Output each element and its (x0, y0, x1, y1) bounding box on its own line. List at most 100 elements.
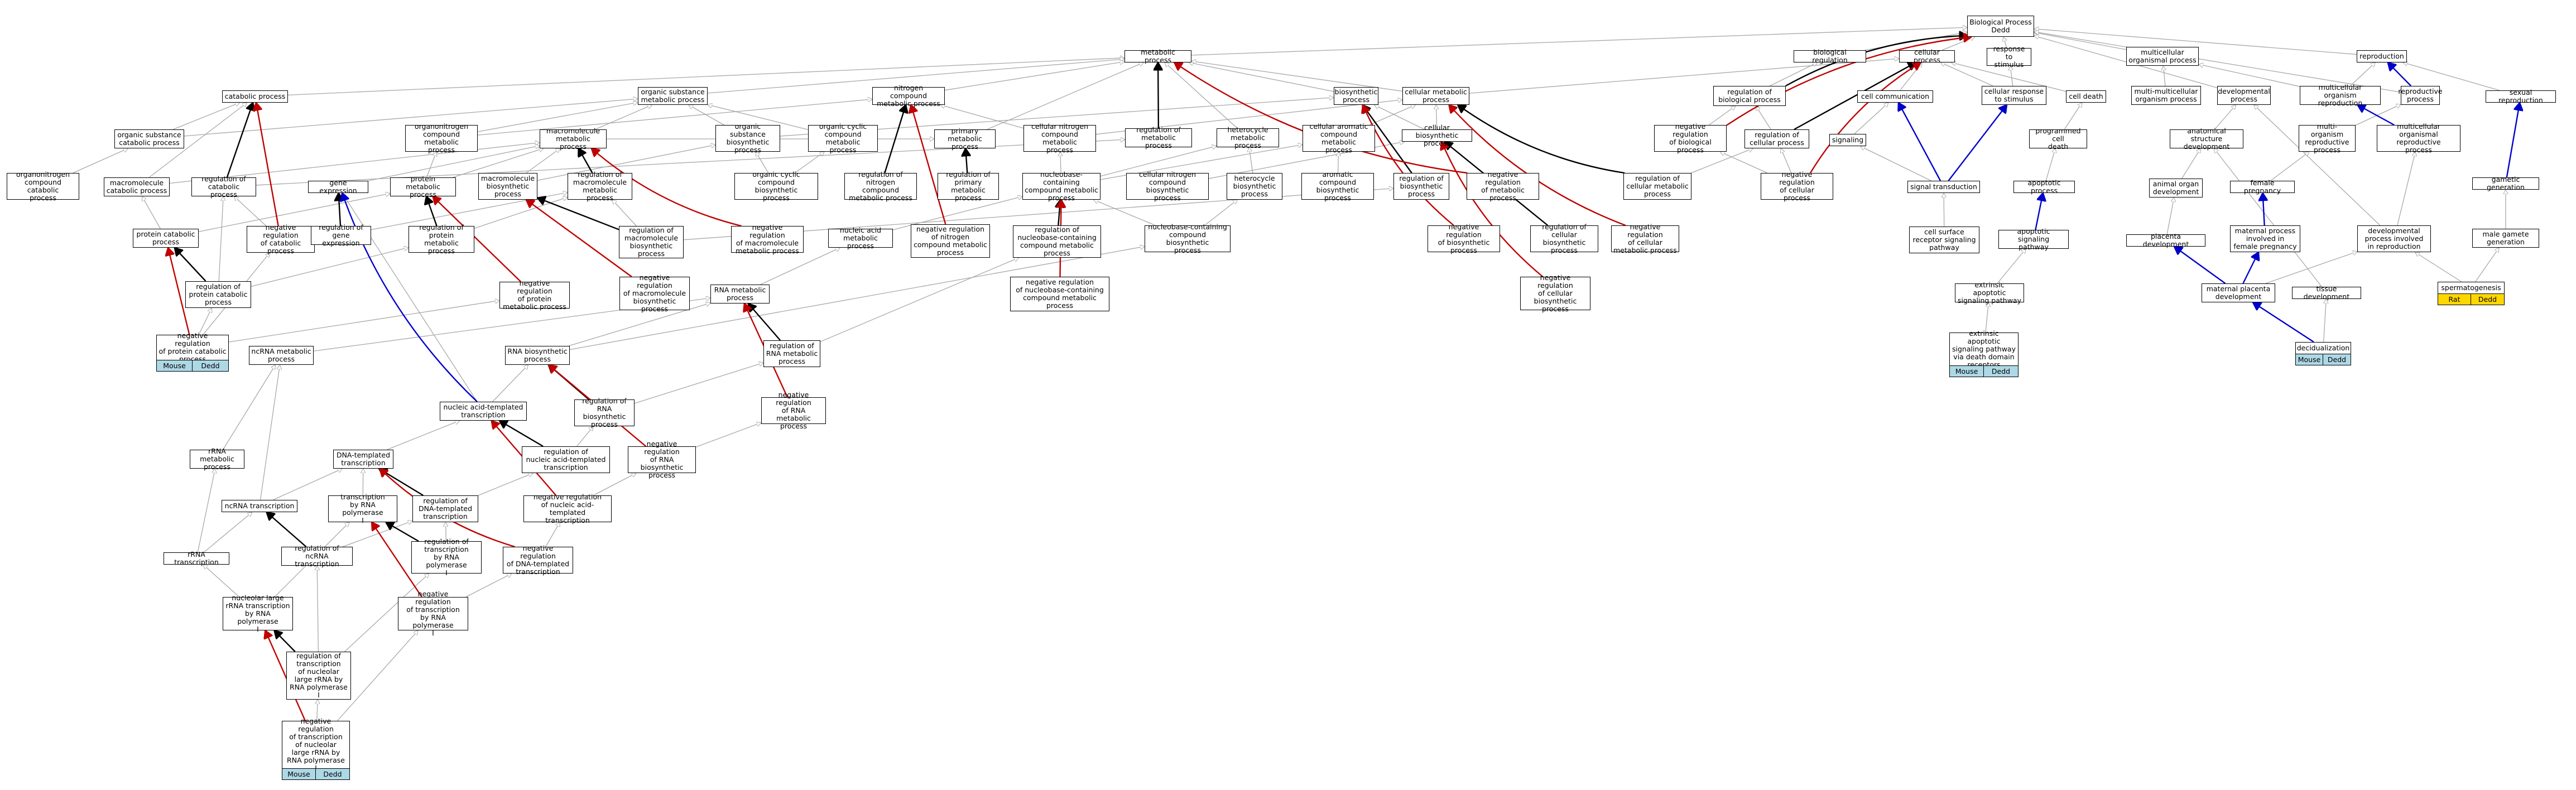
go-term-node[interactable]: tissue development (2292, 285, 2361, 301)
go-term-node[interactable]: negative regulation of cellular process (1761, 171, 1833, 202)
go-term-node[interactable]: anatomical structure development (2170, 127, 2243, 151)
go-term-node[interactable]: regulation of cellular biosynthetic proc… (1530, 223, 1598, 254)
go-term-node[interactable]: cell surface receptor signaling pathway (1909, 227, 1979, 253)
go-term-node[interactable]: negative regulation of DNA-templated tra… (503, 545, 573, 576)
go-term-node[interactable]: regulation of transcription of nucleolar… (286, 652, 351, 700)
go-term-node[interactable]: negative regulation of macromolecule met… (731, 224, 804, 255)
go-term-node[interactable]: catabolic process (222, 90, 288, 103)
go-term-node[interactable]: response to stimulus (1987, 45, 2031, 69)
go-term-node[interactable]: sexual reproduction (2486, 89, 2556, 104)
go-term-node[interactable]: extrinsic apoptotic signaling pathway vi… (1949, 330, 2018, 369)
go-term-node[interactable]: gametic generation (2472, 176, 2539, 191)
go-term-node[interactable]: apoptotic signaling pathway (1998, 228, 2069, 251)
go-term-node[interactable]: multi-multicellular organism process (2131, 86, 2201, 105)
go-term-node[interactable]: developmental process (2217, 86, 2271, 105)
go-term-node[interactable]: protein metabolic process (390, 175, 456, 199)
go-term-node[interactable]: heterocycle metabolic process (1217, 126, 1279, 150)
go-term-node[interactable]: negative regulation of nucleic acid-temp… (523, 493, 612, 524)
go-term-node[interactable]: cellular nitrogen compound metabolic pro… (1023, 123, 1096, 154)
go-term-node[interactable]: negative regulation of biological proces… (1654, 123, 1727, 154)
go-term-node[interactable]: ncRNA transcription (222, 500, 297, 512)
go-term-node[interactable]: regulation of cellular metabolic process (1623, 173, 1691, 200)
go-term-node[interactable]: nucleic acid metabolic process (828, 227, 893, 250)
go-term-node[interactable]: organic substance biosynthetic process (715, 123, 780, 154)
go-term-node[interactable]: aromatic compound biosynthetic process (1301, 171, 1374, 202)
go-term-node[interactable]: developmental process involved in reprod… (2357, 225, 2431, 252)
go-term-node[interactable]: protein catabolic process (133, 229, 199, 248)
go-term-node[interactable]: regulation of macromolecule biosynthetic… (619, 226, 684, 258)
go-term-node[interactable]: biological regulation (1794, 49, 1866, 64)
go-term-node[interactable]: cellular nitrogen compound biosynthetic … (1126, 171, 1209, 202)
go-term-node[interactable]: negative regulation of macromolecule bio… (619, 274, 690, 313)
go-term-node[interactable]: regulation of biological process (1713, 86, 1786, 106)
go-term-node[interactable]: nucleolar large rRNA transcription by RN… (223, 594, 293, 633)
go-term-node[interactable]: negative regulation of biosynthetic proc… (1428, 223, 1500, 254)
go-term-node[interactable]: regulation of nucleic acid-templated tra… (522, 446, 610, 473)
go-term-node[interactable]: cell death (2066, 90, 2106, 103)
go-term-node[interactable]: nucleic acid-templated transcription (440, 402, 527, 421)
go-term-node[interactable]: regulation of primary metabolic process (938, 171, 999, 202)
go-term-node[interactable]: regulation of protein catabolic process (185, 281, 251, 308)
go-term-node[interactable]: multicellular organism reproduction (2300, 84, 2381, 107)
go-term-node[interactable]: negative regulation of catabolic process (247, 224, 315, 255)
go-term-node[interactable]: RNA biosynthetic process (505, 346, 570, 365)
go-term-node[interactable]: negative regulation of nucleobase-contai… (1010, 277, 1109, 311)
go-term-node[interactable]: macromolecule metabolic process (540, 127, 607, 151)
go-term-node[interactable]: apoptotic process (2013, 179, 2075, 195)
go-term-node[interactable]: signaling (1829, 134, 1866, 146)
go-term-node[interactable]: primary metabolic process (934, 127, 996, 151)
go-term-node[interactable]: nucleobase-containing compound biosynthe… (1145, 223, 1231, 254)
go-term-node[interactable]: metabolic process (1124, 49, 1191, 64)
go-term-node[interactable]: regulation of ncRNA transcription (281, 545, 353, 568)
go-term-node[interactable]: organonitrogen compound metabolic proces… (405, 123, 478, 154)
go-term-node[interactable]: Biological Process Dedd (1967, 16, 2034, 37)
go-term-node[interactable]: reproduction (2357, 50, 2407, 62)
go-term-node[interactable]: DNA-templated transcription (333, 450, 393, 469)
go-term-node[interactable]: decidualization (2295, 342, 2351, 354)
go-term-node[interactable]: negative regulation of RNA metabolic pro… (761, 391, 826, 430)
go-term-node[interactable]: regulation of catabolic process (191, 175, 256, 199)
go-term-node[interactable]: organic substance metabolic process (638, 87, 708, 105)
go-term-node[interactable]: gene expression (308, 179, 368, 195)
go-term-node[interactable]: negative regulation of protein catabolic… (156, 332, 229, 363)
go-term-node[interactable]: negative regulation of transcription of … (282, 717, 350, 772)
go-term-node[interactable]: cellular process (1899, 49, 1955, 64)
go-term-node[interactable]: cellular metabolic process (1402, 87, 1469, 105)
go-term-node[interactable]: transcription by RNA polymerase I (328, 493, 397, 524)
go-term-node[interactable]: negative regulation of protein metabolic… (499, 280, 570, 311)
go-term-node[interactable]: macromolecule catabolic process (104, 177, 170, 196)
go-term-node[interactable]: regulation of gene expression (311, 224, 371, 247)
go-term-node[interactable]: regulation of macromolecule metabolic pr… (568, 171, 632, 202)
go-term-node[interactable]: regulation of RNA metabolic process (763, 340, 820, 367)
go-term-node[interactable]: nitrogen compound metabolic process (872, 84, 945, 108)
go-term-node[interactable]: regulation of biosynthetic process (1393, 173, 1449, 200)
go-term-node[interactable]: placenta development (2126, 233, 2205, 248)
go-term-node[interactable]: regulation of RNA biosynthetic process (574, 397, 635, 428)
go-term-node[interactable]: negative regulation of cellular metaboli… (1611, 223, 1679, 254)
go-term-node[interactable]: heterocycle biosynthetic process (1227, 173, 1282, 200)
go-term-node[interactable]: reproductive process (2398, 86, 2443, 105)
go-term-node[interactable]: nucleobase-containing compound metabolic… (1022, 171, 1100, 202)
go-term-node[interactable]: cell communication (1857, 90, 1933, 103)
go-term-node[interactable]: regulation of protein metabolic process (408, 224, 474, 255)
go-term-node[interactable]: multi-organism reproductive process (2299, 123, 2356, 154)
go-term-node[interactable]: negative regulation of cellular biosynth… (1520, 274, 1590, 313)
go-term-node[interactable]: regulation of DNA-templated transcriptio… (412, 495, 478, 522)
go-term-node[interactable]: cellular aromatic compound metabolic pro… (1303, 123, 1375, 154)
go-term-node[interactable]: male gamete generation (2472, 229, 2539, 248)
go-term-node[interactable]: spermatogenesis (2438, 282, 2505, 294)
go-term-node[interactable]: biosynthetic process (1334, 87, 1378, 105)
go-term-node[interactable]: cellular biosynthetic process (1402, 124, 1472, 147)
go-term-node[interactable]: signal transduction (1907, 181, 1980, 193)
go-term-node[interactable]: regulation of metabolic process (1125, 126, 1192, 150)
go-term-node[interactable]: rRNA metabolic process (190, 447, 244, 471)
go-term-node[interactable]: maternal process involved in female preg… (2230, 225, 2300, 252)
go-term-node[interactable]: cellular response to stimulus (1982, 86, 2046, 105)
go-term-node[interactable]: organic substance catabolic process (114, 129, 184, 148)
go-term-node[interactable]: negative regulation of transcription by … (398, 590, 468, 637)
go-term-node[interactable]: maternal placenta development (2202, 283, 2275, 302)
go-term-node[interactable]: female pregnancy (2230, 179, 2295, 195)
go-term-node[interactable]: negative regulation of RNA biosynthetic … (628, 440, 696, 479)
go-term-node[interactable]: regulation of nitrogen compound metaboli… (844, 171, 917, 202)
go-term-node[interactable]: animal organ development (2149, 179, 2203, 198)
